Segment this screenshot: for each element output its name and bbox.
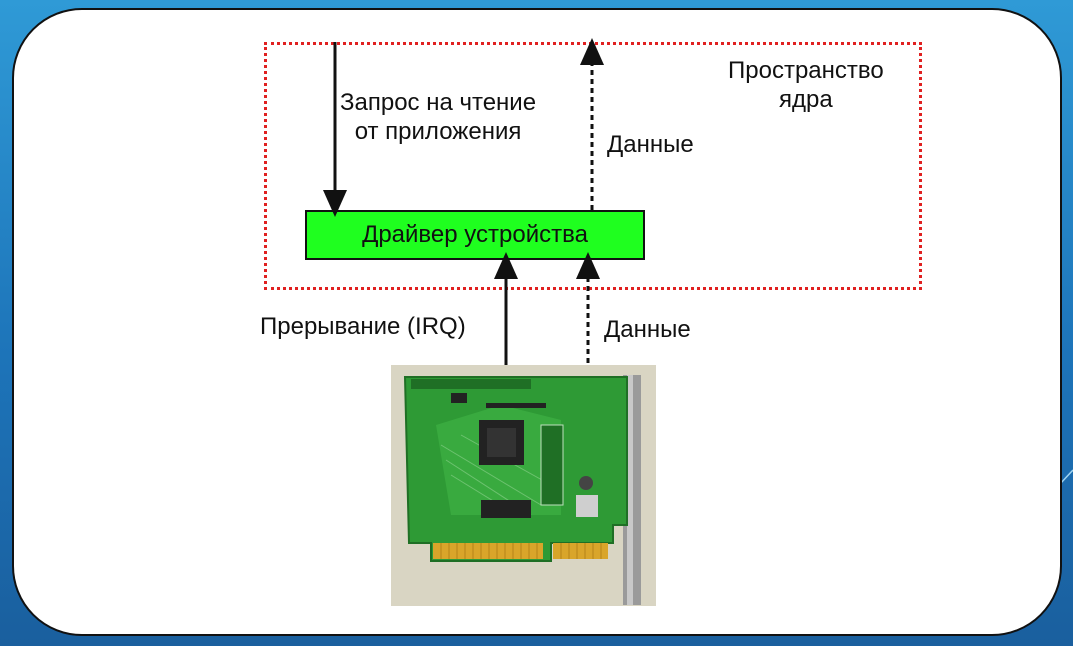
device-driver-box: Драйвер устройства	[305, 210, 645, 260]
read-request-label: Запрос на чтение от приложения	[340, 89, 537, 145]
expansion-card-image	[391, 365, 656, 606]
interrupt-label: Прерывание (IRQ)	[260, 313, 466, 340]
kernel-space-label: Пространство ядра	[728, 57, 884, 113]
data-label-upper: Данные	[607, 131, 694, 158]
diagram-panel	[12, 8, 1062, 636]
data-label-lower: Данные	[604, 316, 691, 343]
device-driver-label: Драйвер устройства	[362, 221, 588, 248]
